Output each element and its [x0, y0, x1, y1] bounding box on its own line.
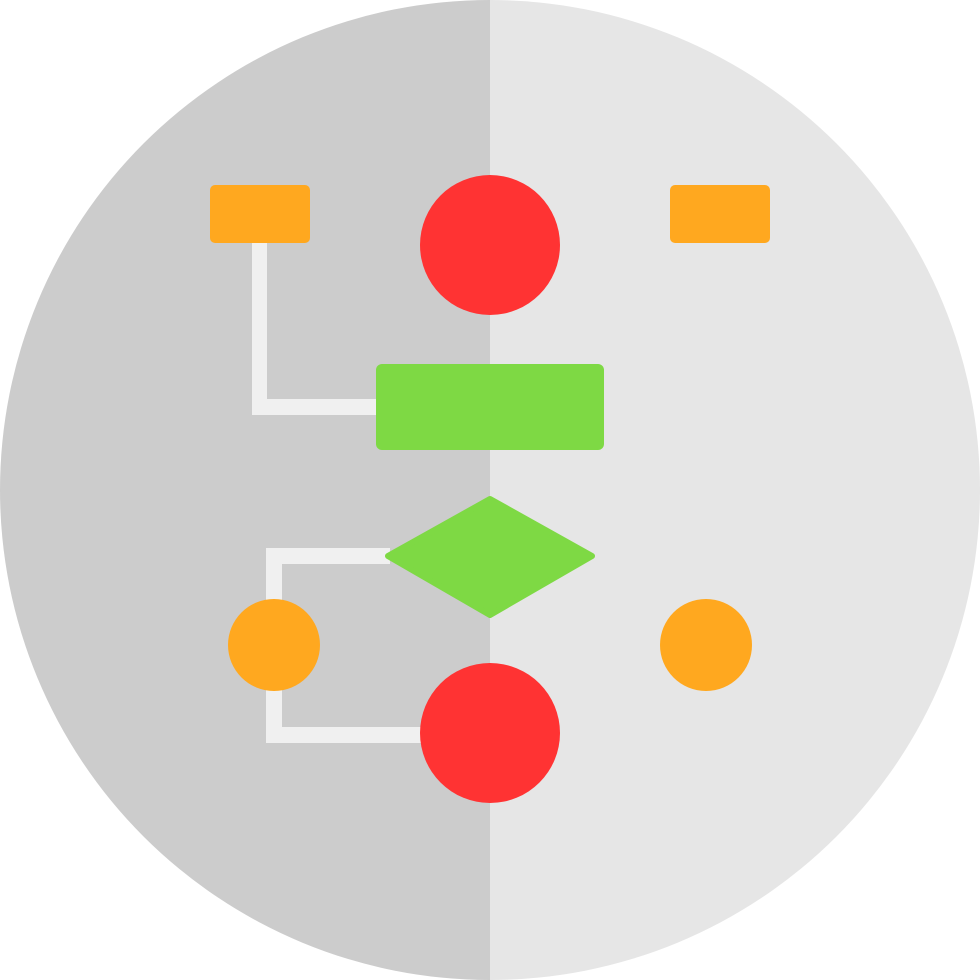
- connector-top-vertical: [252, 240, 267, 415]
- connector-bottom-horizontal: [266, 727, 426, 743]
- process-box: [376, 364, 604, 450]
- connectors: [252, 240, 426, 743]
- connector-top-horizontal: [252, 399, 380, 415]
- decision-diamond: [385, 496, 595, 618]
- connector-diamond-horizontal: [266, 548, 390, 564]
- background-right-half: [490, 0, 980, 980]
- background-left-half: [0, 0, 490, 980]
- top-left-box: [210, 185, 310, 243]
- top-right-box: [670, 185, 770, 243]
- left-circle: [228, 599, 320, 691]
- top-circle: [420, 175, 560, 315]
- bottom-circle: [420, 663, 560, 803]
- right-circle: [660, 599, 752, 691]
